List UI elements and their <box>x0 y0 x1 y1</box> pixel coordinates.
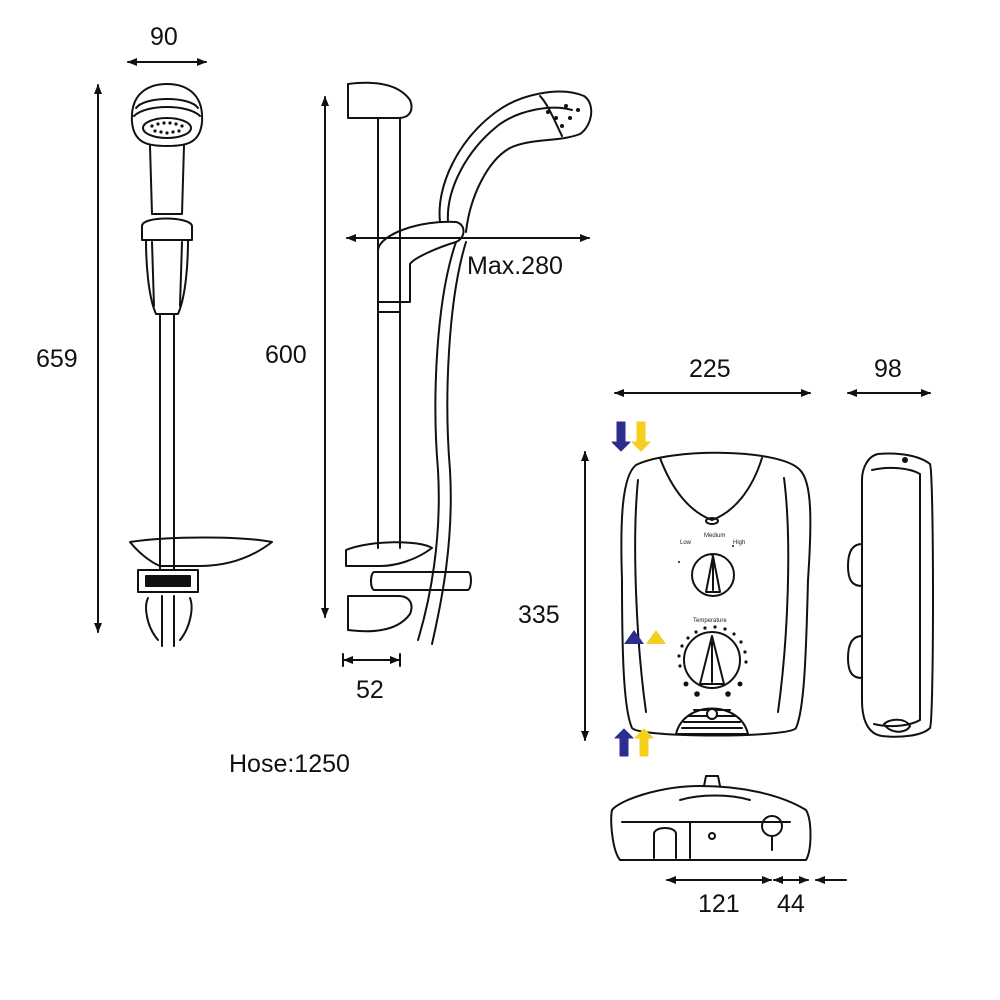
power-high-label: High <box>733 540 746 546</box>
power-button[interactable] <box>706 708 718 720</box>
top-bracket-side <box>347 81 413 119</box>
bottom-outlet <box>761 815 783 837</box>
handset-side <box>438 90 593 233</box>
temperature-label: Temperature <box>693 618 727 624</box>
soap-dish-side <box>345 541 433 567</box>
power-medium-label: Medium <box>704 533 726 539</box>
lower-clamp-side <box>370 571 472 591</box>
bottom-bracket-front <box>137 569 199 593</box>
hose-side <box>417 241 457 641</box>
hot-inlet-down-arrow <box>631 421 651 452</box>
hot-inlet-up-arrow <box>634 728 654 757</box>
hose-length-label: Hose:1250 <box>229 750 350 778</box>
power-low-label: Low <box>680 540 692 546</box>
cold-inlet-down-arrow <box>611 421 631 452</box>
slider-holder-side <box>377 220 465 303</box>
soap-dish-front <box>129 536 273 567</box>
riser-front-view <box>129 83 273 647</box>
unit-height-label: 335 <box>518 601 560 629</box>
unit-depth-label: 98 <box>874 355 902 383</box>
unit-bottom-body <box>610 785 812 861</box>
temperature-scale-dots <box>677 545 748 697</box>
base-width-label: 121 <box>698 890 740 918</box>
unit-front-view <box>611 421 812 757</box>
unit-side-view <box>847 452 934 738</box>
temperature-knob[interactable] <box>683 631 741 689</box>
shower-head-front <box>130 83 204 147</box>
base-extra-label: 44 <box>777 890 805 918</box>
bottom-grille <box>675 707 749 735</box>
bottom-bracket-side <box>347 595 413 633</box>
side-knob-upper <box>847 543 863 587</box>
dimension-lines <box>94 58 931 884</box>
rail-offset-label: 52 <box>356 676 384 704</box>
total-height-label: 659 <box>36 345 78 373</box>
head-width-label: 90 <box>150 23 178 51</box>
riser-side-view <box>345 81 593 645</box>
power-knob[interactable] <box>691 553 735 597</box>
slider-holder-front <box>141 217 193 241</box>
top-cover-curve <box>659 457 763 521</box>
unit-side-body <box>861 452 934 738</box>
cold-inlet-up-arrow <box>614 728 634 757</box>
unit-width-label: 225 <box>689 355 731 383</box>
unit-bottom-view <box>610 775 812 861</box>
unit-front-body <box>620 451 812 737</box>
hot-side-triangle <box>646 630 666 644</box>
side-knob-lower <box>847 635 863 679</box>
spray-holes <box>150 121 184 135</box>
rail-height-label: 600 <box>265 341 307 369</box>
cold-side-triangle <box>624 630 644 644</box>
max-reach-label: Max.280 <box>467 252 563 280</box>
